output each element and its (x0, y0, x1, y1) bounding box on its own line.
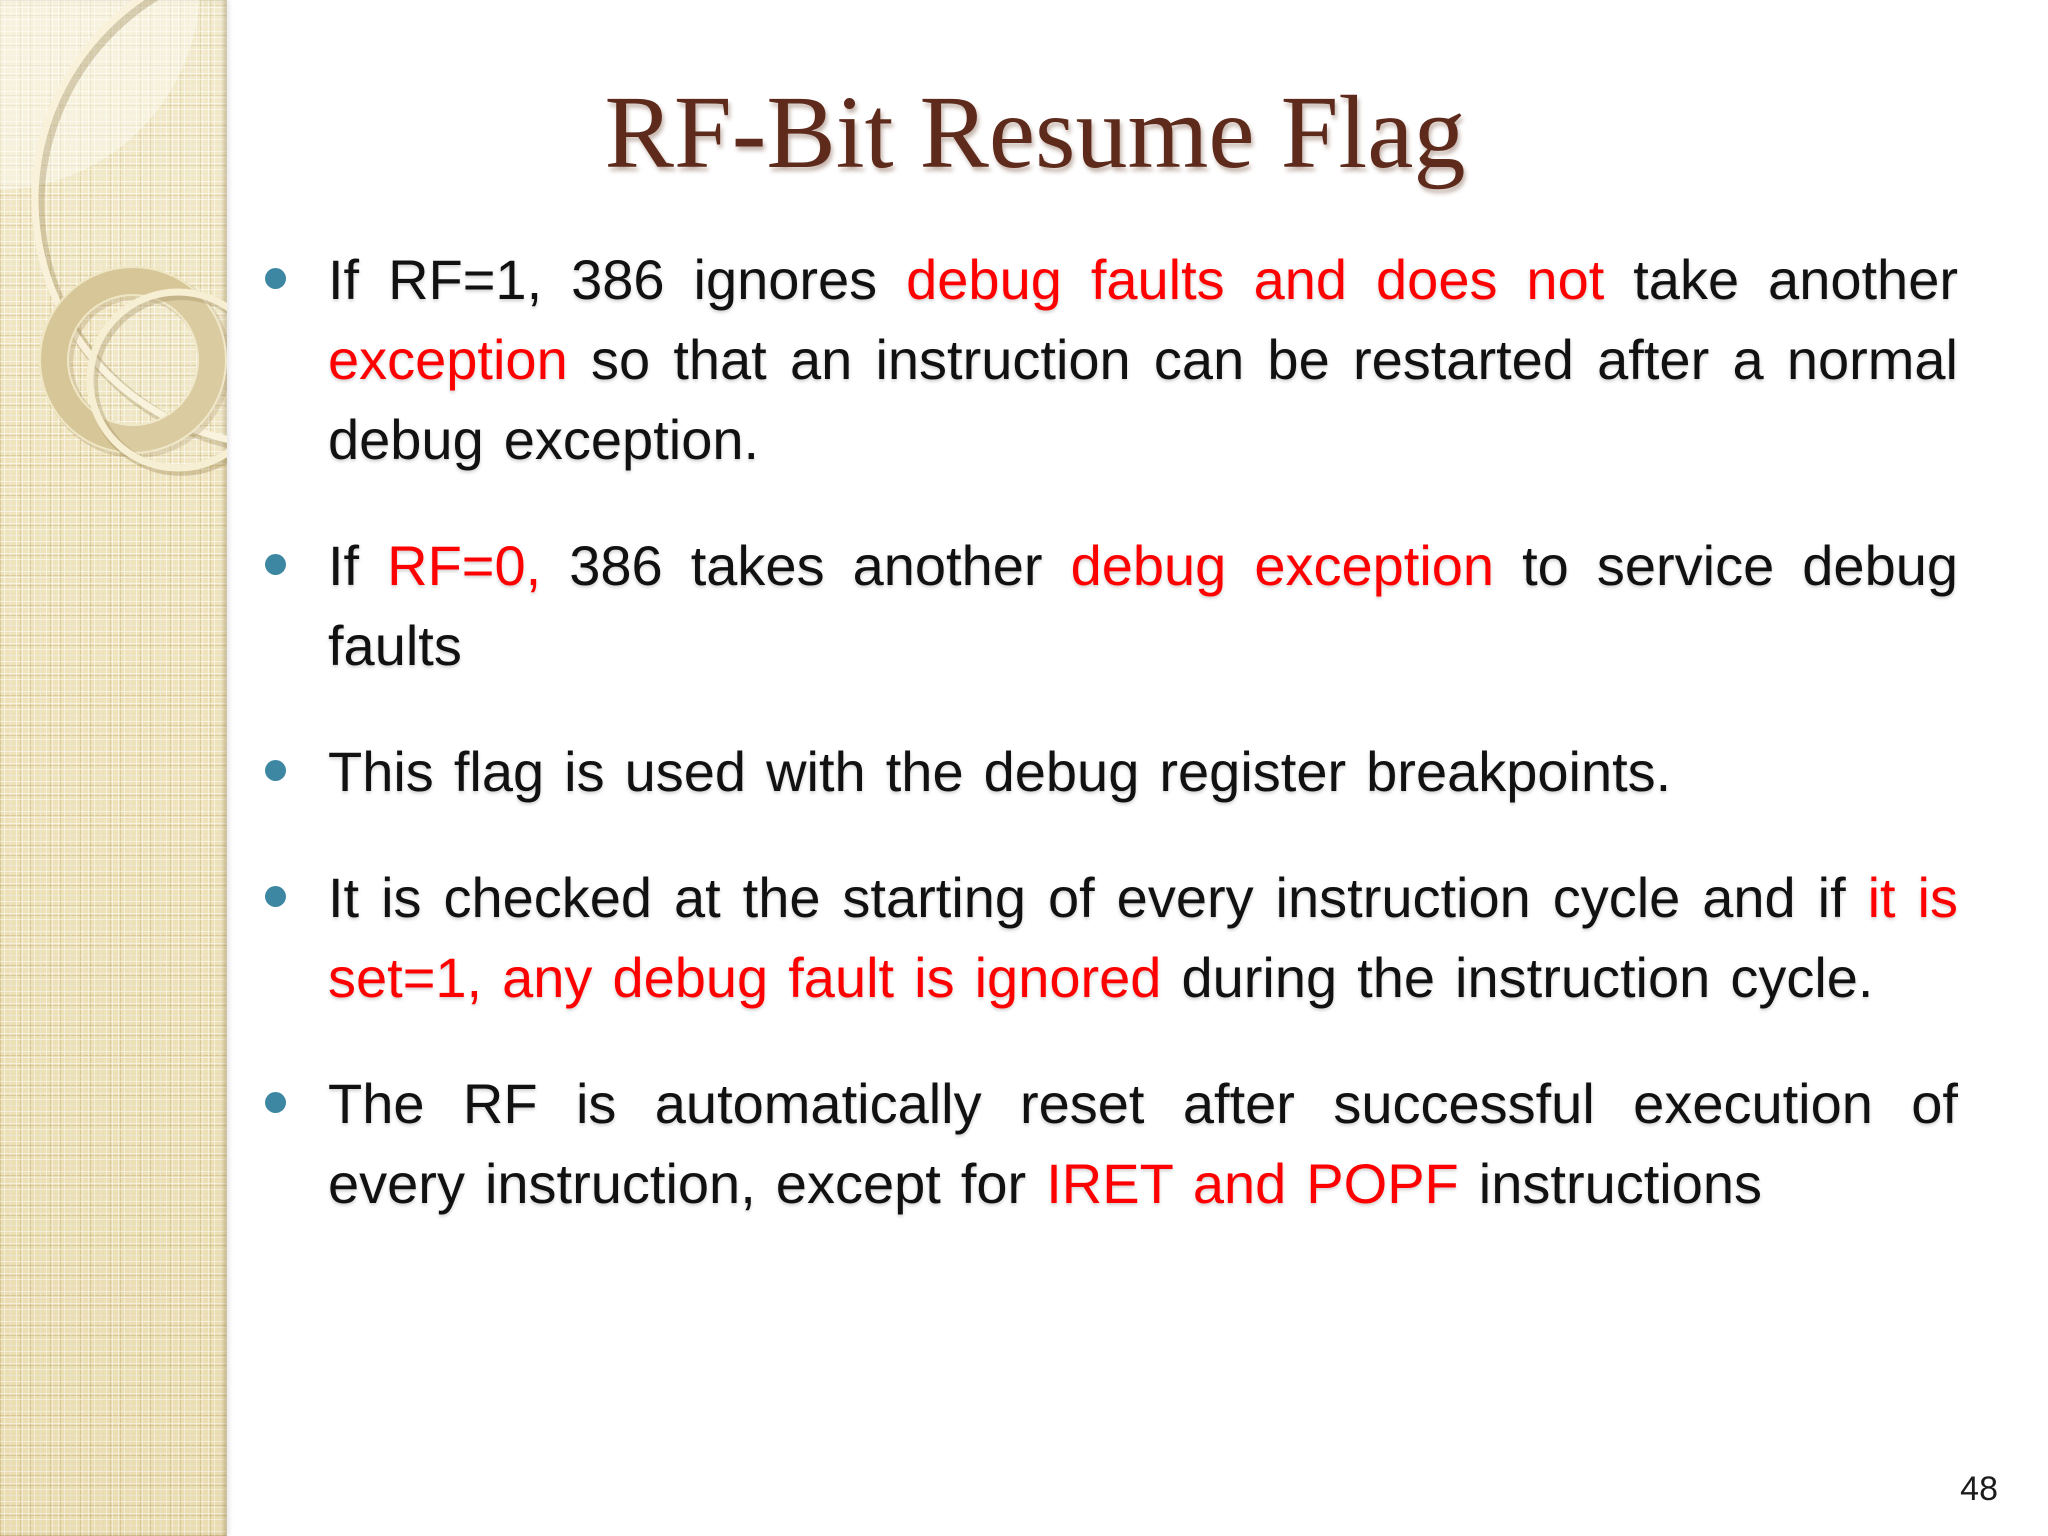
bullet-dot-icon (265, 886, 286, 907)
body-text: This flag is used with the debug registe… (328, 740, 1672, 803)
body-text: It is checked at the starting of every i… (328, 866, 1868, 929)
bullet-text: If RF=0, 386 takes another debug excepti… (328, 534, 1958, 677)
sidebar-circles-decoration (0, 0, 227, 476)
body-text: If RF=1, 386 ignores (328, 248, 907, 311)
bullet-dot-icon (265, 268, 286, 289)
bullet-item: If RF=1, 386 ignores debug faults and do… (265, 240, 1958, 480)
emphasis-text: exception (328, 328, 568, 391)
body-text: The RF is automatically reset after succ… (328, 1072, 1958, 1215)
bullet-list: If RF=1, 386 ignores debug faults and do… (265, 240, 1958, 1270)
emphasis-text: it is set=1, any debug fault is ignored (328, 866, 1958, 1009)
bullet-dot-icon (265, 1092, 286, 1113)
page-title: RF-Bit Resume Flag (604, 75, 1466, 190)
bullet-item: If RF=0, 386 takes another debug excepti… (265, 526, 1958, 686)
bullet-dot-icon (265, 554, 286, 575)
bullet-item: It is checked at the starting of every i… (265, 858, 1958, 1018)
bullet-text: The RF is automatically reset after succ… (328, 1072, 1958, 1215)
body-text: during the instruction cycle. (1161, 946, 1874, 1009)
body-text: take another (1604, 248, 1958, 311)
emphasis-text: debug faults and does not (906, 248, 1605, 311)
bullet-text: This flag is used with the debug registe… (328, 740, 1671, 803)
body-text: If (328, 534, 388, 597)
body-text: so that an instruction can be restarted … (328, 328, 1958, 471)
emphasis-text: debug exception (1070, 534, 1495, 597)
bullet-text: If RF=1, 386 ignores debug faults and do… (328, 248, 1958, 471)
bullet-item: The RF is automatically reset after succ… (265, 1064, 1958, 1224)
bullet-dot-icon (265, 760, 286, 781)
bullet-text: It is checked at the starting of every i… (328, 866, 1958, 1009)
decorative-sidebar (0, 0, 227, 1536)
page-number: 48 (1960, 1470, 1998, 1508)
emphasis-text: IRET and POPF (1046, 1152, 1459, 1215)
emphasis-text: RF=0, (387, 534, 542, 597)
bullet-item: This flag is used with the debug registe… (265, 732, 1958, 812)
body-text: instructions (1458, 1152, 1763, 1215)
body-text: to service debug faults (328, 534, 1958, 677)
body-text: 386 takes another (541, 534, 1071, 597)
slide-content: RF-Bit Resume Flag If RF=1, 386 ignores … (227, 0, 2048, 1536)
